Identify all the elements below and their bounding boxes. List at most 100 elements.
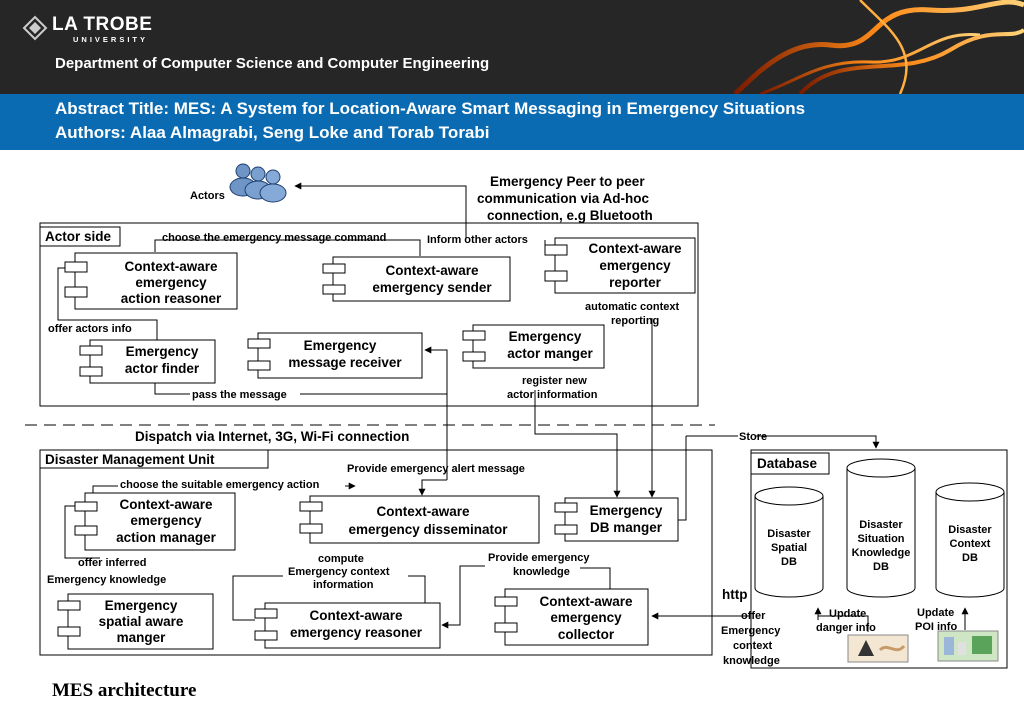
choose-cmd-label: choose the emergency message command: [162, 232, 386, 244]
pass-label: pass the message: [192, 389, 287, 401]
receiver-line2: message receiver: [288, 355, 402, 370]
spatial-db-line3: DB: [781, 556, 797, 568]
offer-inferred-line1: offer inferred: [78, 557, 146, 569]
dmu-title: Disaster Management Unit: [45, 452, 215, 467]
situation-db-line1: Disaster: [859, 519, 903, 531]
reasoner-line3: action reasoner: [121, 291, 222, 306]
provide-alert-label: Provide emergency alert message: [347, 463, 525, 475]
compute-line2: Emergency context: [288, 566, 390, 578]
action-reasoner-component: Context-aware emergency action reasoner: [64, 252, 238, 310]
finder-line1: Emergency: [126, 344, 199, 359]
receiver-line1: Emergency: [304, 338, 377, 353]
dmu-tab: [39, 449, 269, 469]
manager-line1: Emergency: [509, 329, 582, 344]
provide-knowledge-line1: Provide emergency: [488, 552, 590, 564]
figure-caption: MES architecture: [52, 680, 197, 701]
collector-line3: collector: [558, 627, 615, 642]
spatial-db-line2: Spatial: [771, 542, 807, 554]
actor-manager-component: Emergency actor manger: [462, 324, 605, 369]
register-line2: actor information: [507, 389, 598, 401]
offer-ctx-line4: knowledge: [723, 655, 780, 667]
situation-db-line2: Situation: [857, 533, 904, 545]
context-reasoner-component: Context-aware emergency reasoner: [254, 602, 441, 649]
auto-report-line2: reporting: [611, 315, 659, 327]
spatial-line2: spatial aware: [99, 614, 184, 629]
offer-ctx-line1: offer: [741, 610, 766, 622]
title-band: Abstract Title: MES: A System for Locati…: [0, 94, 1024, 150]
actors-icon: [229, 163, 287, 203]
database-tab: [750, 452, 830, 475]
situation-db-cylinder: Disaster Situation Knowledge DB: [846, 458, 916, 598]
emergency-sender-component: Context-aware emergency sender: [322, 256, 511, 302]
collector-line1: Context-aware: [539, 594, 633, 609]
offer-inferred-line2: Emergency knowledge: [47, 574, 166, 586]
update-danger-line2: danger info: [816, 622, 876, 634]
finder-line2: actor finder: [125, 361, 200, 376]
ctx-reasoner-line2: emergency reasoner: [290, 625, 423, 640]
actor-side-box: [39, 222, 699, 407]
reasoner-line1: Context-aware: [124, 259, 218, 274]
actor-side-title: Actor side: [45, 229, 112, 244]
reasoner-line2: emergency: [135, 275, 207, 290]
compute-line3: information: [313, 579, 374, 591]
spatial-aware-manager-component: Emergency spatial aware manger: [57, 593, 214, 650]
collector-line2: emergency: [550, 610, 622, 625]
situation-db-line4: DB: [873, 561, 889, 573]
auto-report-line1: automatic context: [585, 301, 679, 313]
reporter-line1: Context-aware: [588, 241, 682, 256]
disseminator-component: Context-aware emergency disseminator: [299, 495, 540, 544]
flame-swirl-decoration: [733, 0, 1024, 94]
context-db-line2: Context: [950, 538, 991, 550]
store-label: Store: [739, 431, 767, 443]
offer-info-label: offer actors info: [48, 323, 132, 335]
abstract-title: Abstract Title: MES: A System for Locati…: [55, 99, 806, 118]
collector-component: Context-aware emergency collector: [494, 588, 649, 646]
update-danger-line1: Update: [829, 608, 866, 620]
header-bar: LA TROBE UNIVERSITY Department of Comput…: [0, 0, 1024, 94]
update-poi-line1: Update: [917, 607, 954, 619]
db-manager-line2: DB manger: [590, 520, 663, 535]
action-manager-line2: emergency: [130, 513, 202, 528]
disseminator-line1: Context-aware: [376, 504, 470, 519]
database-title: Database: [757, 456, 818, 471]
database-box: [750, 449, 1008, 669]
offer-ctx-line3: context: [733, 640, 772, 652]
spatial-line1: Emergency: [105, 598, 178, 613]
ctx-reasoner-line1: Context-aware: [309, 608, 403, 623]
department-title: Department of Computer Science and Compu…: [55, 55, 490, 72]
danger-map-icon: [847, 634, 909, 663]
disseminator-line2: emergency disseminator: [348, 522, 508, 537]
logo-name: LA TROBE: [52, 14, 153, 35]
authors: Authors: Alaa Almagrabi, Seng Loke and T…: [55, 123, 490, 142]
action-manager-component: Context-aware emergency action manager: [74, 492, 236, 551]
latrobe-crest-icon: [22, 15, 48, 41]
dmu-box: [39, 449, 713, 656]
peer-comm-line3: connection, e.g Bluetooth: [487, 208, 653, 223]
situation-db-line3: Knowledge: [852, 547, 911, 559]
actor-side-tab: [39, 226, 121, 247]
http-label: http: [722, 587, 747, 602]
architecture-diagram: Actors Emergency Peer to peer communicat…: [25, 163, 1008, 669]
context-db-line3: DB: [962, 552, 978, 564]
spatial-db-cylinder: Disaster Spatial DB: [754, 486, 824, 598]
offer-ctx-line2: Emergency: [721, 625, 781, 637]
spatial-db-line1: Disaster: [767, 528, 811, 540]
update-poi-line2: POI info: [915, 621, 957, 633]
action-manager-line3: action manager: [116, 530, 217, 545]
logo-sub: UNIVERSITY: [73, 35, 149, 44]
spatial-line3: manger: [117, 630, 167, 645]
actors-label: Actors: [190, 190, 225, 202]
provide-knowledge-line2: knowledge: [513, 566, 570, 578]
register-line1: register new: [522, 375, 587, 387]
reporter-line2: emergency: [599, 258, 671, 273]
db-manager-component: Emergency DB manger: [554, 497, 679, 542]
sender-line2: emergency sender: [372, 280, 492, 295]
inform-label: Inform other actors: [427, 234, 528, 246]
choose-action-label: choose the suitable emergency action: [120, 479, 320, 491]
dispatch-label: Dispatch via Internet, 3G, Wi-Fi connect…: [135, 429, 409, 444]
peer-comm-line1: Emergency Peer to peer: [490, 174, 645, 189]
peer-comm-line2: communication via Ad-hoc: [477, 191, 650, 206]
poi-map-icon: [937, 630, 999, 662]
reporter-line3: reporter: [609, 275, 662, 290]
compute-line1: compute: [318, 553, 364, 565]
